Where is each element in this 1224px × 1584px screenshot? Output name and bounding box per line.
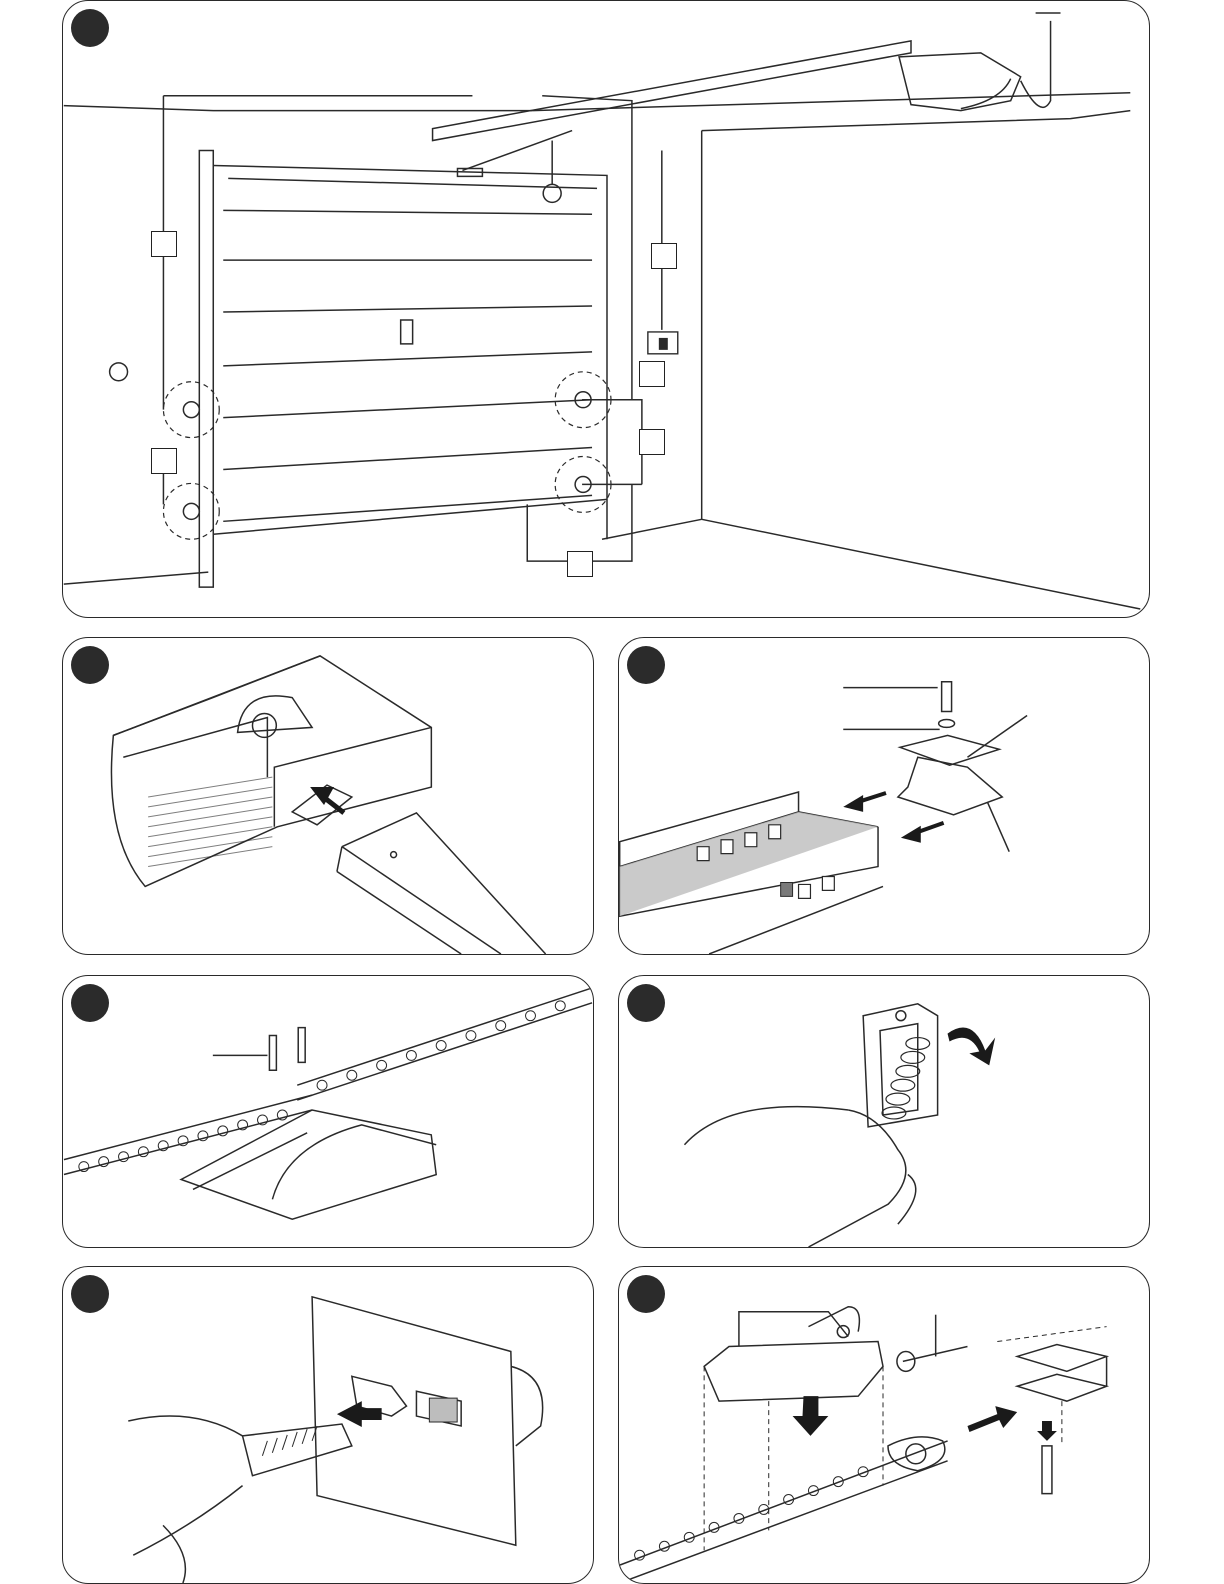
step-badge xyxy=(627,646,665,684)
garage-overview-illustration xyxy=(63,1,1149,617)
panel-rail-bracket xyxy=(618,637,1150,955)
clip-spring-illustration xyxy=(619,976,1149,1247)
step-badge xyxy=(71,9,109,47)
rail-bracket-illustration xyxy=(619,638,1149,954)
step-badge xyxy=(71,984,109,1022)
step-badge xyxy=(627,984,665,1022)
step-badge xyxy=(71,646,109,684)
callout-box xyxy=(639,429,665,455)
panel-motor-head xyxy=(62,637,594,955)
panel-garage-overview xyxy=(62,0,1150,618)
shuttle-pulley-illustration xyxy=(619,1267,1149,1583)
motor-head-illustration xyxy=(63,638,593,954)
panel-clip-plate xyxy=(62,1266,594,1584)
chain-shuttle-illustration xyxy=(63,976,593,1247)
panel-clip-spring xyxy=(618,975,1150,1248)
callout-box xyxy=(639,361,665,387)
callout-box xyxy=(567,551,593,577)
clip-plate-illustration xyxy=(63,1267,593,1583)
callout-box xyxy=(651,243,677,269)
step-badge xyxy=(71,1275,109,1313)
callout-box xyxy=(151,231,177,257)
panel-chain-shuttle xyxy=(62,975,594,1248)
step-badge xyxy=(627,1275,665,1313)
callout-box xyxy=(151,448,177,474)
panel-shuttle-pulley xyxy=(618,1266,1150,1584)
